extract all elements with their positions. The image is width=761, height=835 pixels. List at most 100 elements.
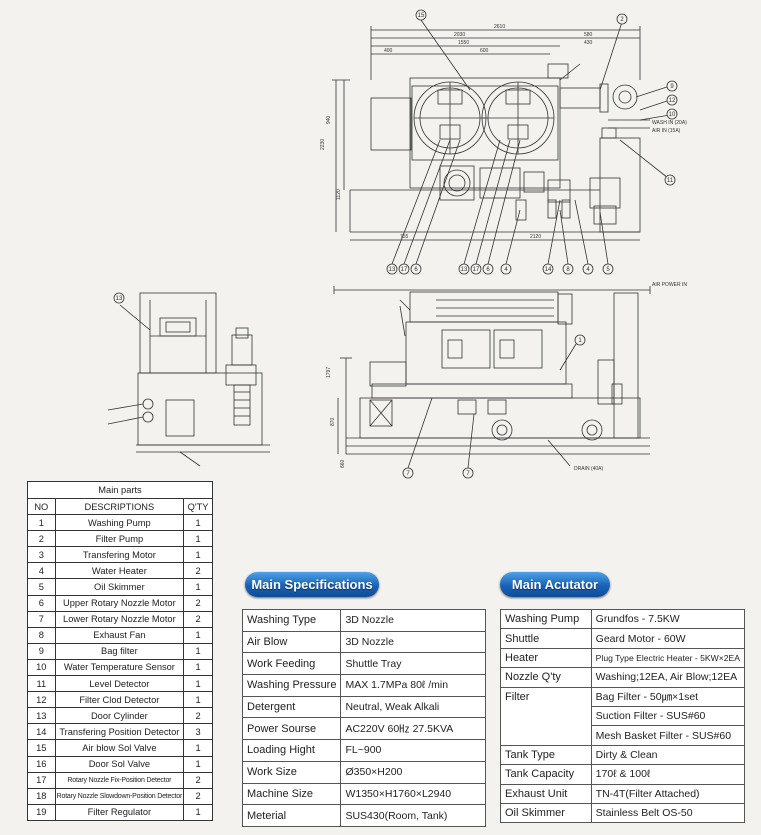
dim-1550: 1550 bbox=[458, 40, 469, 46]
spec-key: Washing Pressure bbox=[241, 674, 342, 697]
balloon-17b: 17 bbox=[470, 263, 482, 275]
svg-text:4: 4 bbox=[504, 267, 508, 273]
part-qty: 2 bbox=[183, 562, 213, 580]
part-no: 7 bbox=[27, 610, 56, 628]
part-desc: Oil Skimmer bbox=[54, 578, 185, 596]
spec-value: 3D Nozzle bbox=[340, 609, 486, 632]
dim-2230: 2230 bbox=[320, 139, 326, 150]
part-qty: 1 bbox=[183, 739, 213, 757]
balloon-7a: 7 bbox=[402, 467, 414, 479]
parts-header-no: NO bbox=[27, 497, 56, 516]
part-desc: Filter Clod Detector bbox=[54, 691, 185, 709]
part-desc: Filter Regulator bbox=[54, 803, 185, 821]
spec-key: Machine Size bbox=[241, 782, 342, 806]
svg-text:7: 7 bbox=[406, 471, 410, 477]
part-no: 1 bbox=[27, 514, 56, 532]
dim-2030: 2030 bbox=[454, 32, 465, 38]
part-qty: 2 bbox=[183, 610, 213, 628]
svg-text:1: 1 bbox=[578, 338, 582, 344]
main-actuator-heading: Main Acutator bbox=[500, 572, 610, 597]
actuator-key: Filter bbox=[500, 686, 592, 746]
part-desc: Door Cylinder bbox=[54, 707, 185, 725]
part-no: 13 bbox=[27, 707, 56, 725]
top-view bbox=[332, 19, 671, 265]
part-qty: 1 bbox=[183, 803, 213, 821]
dim-2120: 2120 bbox=[530, 234, 541, 240]
dim-940: 940 bbox=[326, 115, 332, 124]
main-specifications-heading: Main Specifications bbox=[245, 572, 379, 597]
balloon-4a: 4 bbox=[500, 263, 512, 275]
part-qty: 1 bbox=[183, 578, 213, 596]
spec-value: Neutral, Weak Alkali bbox=[340, 695, 486, 719]
part-qty: 1 bbox=[183, 642, 213, 660]
spec-key: Loading Hight bbox=[241, 739, 342, 762]
part-no: 5 bbox=[27, 578, 56, 596]
part-desc: Washing Pump bbox=[54, 514, 185, 532]
part-desc: Transfering Motor bbox=[54, 546, 185, 564]
spec-value: SUS430(Room, Tank) bbox=[340, 804, 486, 827]
spec-value: AC220V 60㎐ 27.5KVA bbox=[340, 717, 486, 741]
spec-key: Meterial bbox=[241, 804, 342, 827]
front-view bbox=[333, 286, 651, 469]
balloon-13a: 13 bbox=[386, 263, 398, 275]
part-no: 16 bbox=[27, 755, 56, 773]
part-qty: 1 bbox=[183, 530, 213, 548]
part-no: 3 bbox=[27, 546, 56, 564]
actuator-value: Grundfos - 7.5KW bbox=[590, 608, 746, 630]
balloon-13c: 13 bbox=[113, 292, 125, 304]
dim-580: 580 bbox=[584, 32, 593, 38]
parts-header-desc: DESCRIPTIONS bbox=[54, 497, 185, 516]
spec-value: W1350×H1760×L2940 bbox=[340, 782, 486, 806]
spec-key: Washing Type bbox=[241, 609, 342, 632]
balloon-9: 9 bbox=[666, 80, 678, 92]
actuator-value: 170ℓ & 100ℓ bbox=[590, 764, 746, 785]
spec-value: 3D Nozzle bbox=[340, 630, 486, 654]
part-qty: 2 bbox=[183, 771, 213, 789]
svg-text:4: 4 bbox=[586, 267, 590, 273]
part-desc: Rotary Nozzle Slowdown-Position Detector bbox=[54, 787, 185, 805]
balloon-7b: 7 bbox=[462, 467, 474, 479]
actuator-key: Washing Pump bbox=[500, 608, 592, 630]
part-desc: Bag filter bbox=[54, 642, 185, 660]
svg-text:12: 12 bbox=[669, 98, 676, 104]
balloon-11: 11 bbox=[664, 174, 676, 186]
actuator-value: Geard Motor - 60W bbox=[590, 628, 746, 649]
actuator-value: TN-4T(Filter Attached) bbox=[590, 783, 746, 804]
balloon-2: 2 bbox=[616, 13, 628, 25]
spec-value: Ø350×H200 bbox=[340, 760, 486, 784]
dim-600: 600 bbox=[480, 48, 489, 54]
parts-header-qty: Q'TY bbox=[183, 497, 213, 516]
balloon-5: 5 bbox=[602, 263, 614, 275]
svg-text:9: 9 bbox=[670, 84, 674, 90]
svg-text:13: 13 bbox=[389, 267, 396, 273]
balloon-4b: 4 bbox=[582, 263, 594, 275]
spec-value: MAX 1.7MPa 80ℓ /min bbox=[340, 674, 486, 697]
spec-key: Power Sourse bbox=[241, 717, 342, 741]
dim-755: 755 bbox=[400, 234, 409, 240]
svg-text:7: 7 bbox=[466, 471, 470, 477]
part-qty: 1 bbox=[183, 514, 213, 532]
part-no: 19 bbox=[27, 803, 56, 821]
part-qty: 2 bbox=[183, 787, 213, 805]
